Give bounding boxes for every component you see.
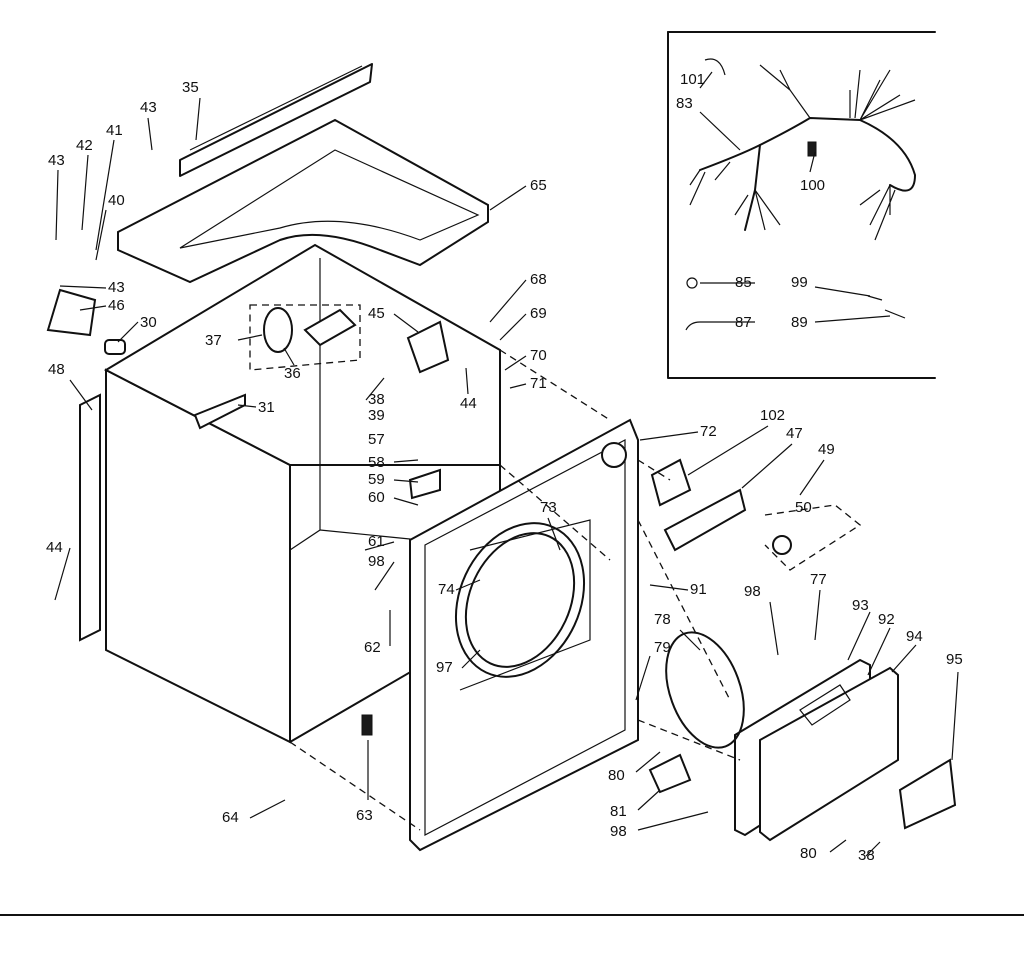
label-83: 83 [676, 95, 693, 112]
label-30: 30 [140, 314, 157, 331]
label-43b: 43 [48, 152, 65, 169]
label-50: 50 [795, 499, 812, 516]
label-41: 41 [106, 122, 123, 139]
label-31: 31 [258, 399, 275, 416]
label-98a: 98 [368, 553, 385, 570]
label-59: 59 [368, 471, 385, 488]
label-95: 95 [946, 651, 963, 668]
label-77: 77 [810, 571, 827, 588]
label-49: 49 [818, 441, 835, 458]
label-44a: 44 [460, 395, 477, 412]
label-47: 47 [786, 425, 803, 442]
part-63 [361, 714, 373, 736]
label-48: 48 [48, 361, 65, 378]
label-43a: 43 [140, 99, 157, 116]
label-39: 39 [368, 407, 385, 424]
part-37 [303, 308, 357, 347]
label-78: 78 [654, 611, 671, 628]
label-99: 99 [791, 274, 808, 291]
part-31 [193, 393, 246, 430]
label-37: 37 [205, 332, 222, 349]
label-102: 102 [760, 407, 785, 424]
label-80b: 80 [800, 845, 817, 862]
label-45: 45 [368, 305, 385, 322]
part-47 [663, 488, 747, 552]
cabinet [103, 243, 501, 744]
label-63: 63 [356, 807, 373, 824]
front-panel [409, 418, 639, 852]
label-57: 57 [368, 431, 385, 448]
label-79: 79 [654, 639, 671, 656]
label-40: 40 [108, 192, 125, 209]
label-60: 60 [368, 489, 385, 506]
label-93: 93 [852, 597, 869, 614]
label-62: 62 [364, 639, 381, 656]
part-36 [263, 307, 293, 353]
label-58: 58 [368, 454, 385, 471]
label-101: 101 [680, 71, 705, 88]
label-100: 100 [800, 177, 825, 194]
top-rail [179, 63, 373, 177]
label-44b: 44 [46, 539, 63, 556]
label-72: 72 [700, 423, 717, 440]
leader-lines [54, 71, 959, 857]
label-97: 97 [436, 659, 453, 676]
label-98c: 98 [610, 823, 627, 840]
back-panel [79, 393, 101, 642]
label-35: 35 [182, 79, 199, 96]
label-69: 69 [530, 305, 547, 322]
label-42: 42 [76, 137, 93, 154]
inset-panel [667, 31, 936, 379]
label-43c: 43 [108, 279, 125, 296]
part-30 [104, 339, 126, 355]
part-81 [648, 753, 692, 794]
label-89: 89 [791, 314, 808, 331]
label-80a: 80 [608, 767, 625, 784]
part-50 [772, 535, 792, 555]
door-assembly [665, 631, 957, 842]
label-73: 73 [540, 499, 557, 516]
label-36: 36 [284, 365, 301, 382]
part-58 [408, 468, 441, 500]
hinge-bracket [46, 288, 97, 337]
label-46: 46 [108, 297, 125, 314]
label-92: 92 [878, 611, 895, 628]
label-81: 81 [610, 803, 627, 820]
label-91: 91 [690, 581, 707, 598]
label-38: 38 [368, 391, 385, 408]
label-98b: 98 [744, 583, 761, 600]
part-45 [406, 320, 450, 374]
part-72 [650, 458, 692, 507]
label-70: 70 [530, 347, 547, 364]
label-71: 71 [530, 375, 547, 392]
label-65: 65 [530, 177, 547, 194]
label-74: 74 [438, 581, 455, 598]
label-94: 94 [906, 628, 923, 645]
label-68: 68 [530, 271, 547, 288]
label-64: 64 [222, 809, 239, 826]
